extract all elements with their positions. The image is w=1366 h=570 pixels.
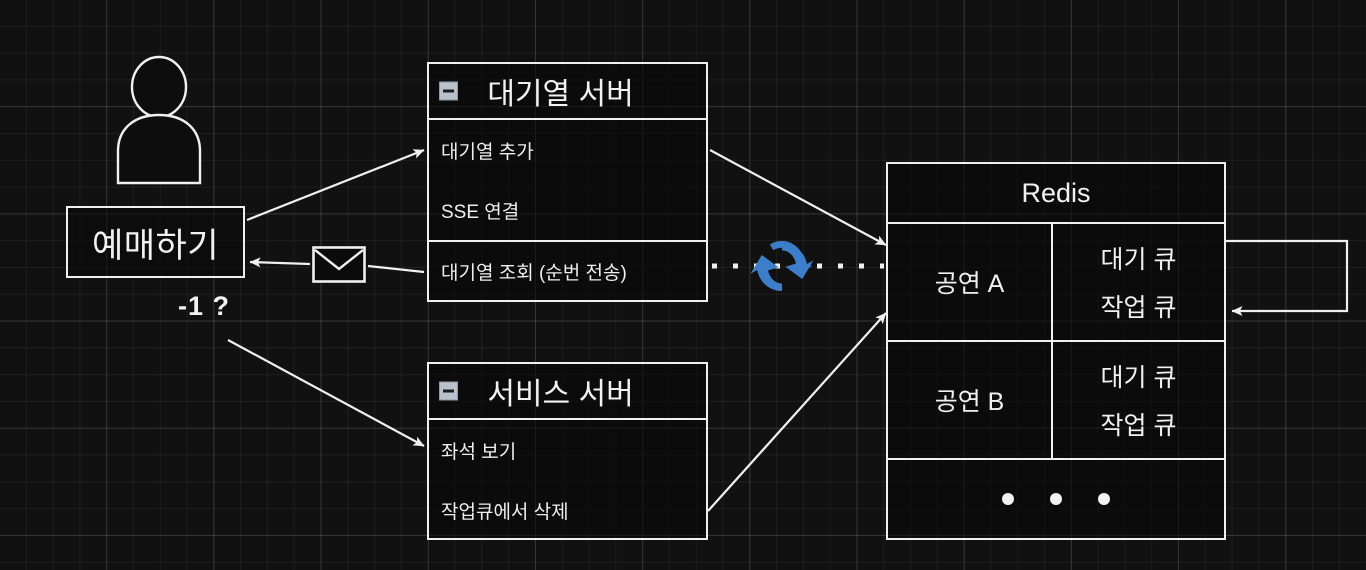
edge-queue-server-to-redis bbox=[709, 149, 887, 246]
redis-title: Redis bbox=[888, 164, 1224, 224]
redis-row-b-name: 공연 B bbox=[888, 342, 1053, 458]
queue-server-title: 대기열 서버 bbox=[487, 78, 634, 111]
redis-row-a-name: 공연 A bbox=[888, 224, 1053, 340]
queue-server-row-add[interactable]: 대기열 추가 bbox=[441, 141, 534, 163]
service-server-row-seats[interactable]: 좌석 보기 bbox=[441, 441, 517, 463]
ellipsis-dot-icon bbox=[1050, 493, 1062, 505]
person-icon bbox=[112, 55, 207, 185]
actor-label: 예매하기 bbox=[91, 226, 220, 265]
ellipsis-dot-icon bbox=[1002, 493, 1014, 505]
redis-row-b-queues: 대기 큐 작업 큐 bbox=[1053, 342, 1224, 458]
queue-server-component[interactable]: 대기열 서버 대기열 추가 SSE 연결 대기열 조회 (순번 전송) bbox=[427, 62, 708, 302]
ellipsis-dot-icon bbox=[1098, 493, 1110, 505]
redis-row-b[interactable]: 공연 B 대기 큐 작업 큐 bbox=[888, 342, 1224, 460]
redis-more-rows-indicator bbox=[888, 460, 1224, 538]
sync-arrows-icon bbox=[750, 235, 814, 299]
service-server-component[interactable]: 서비스 서버 좌석 보기 작업큐에서 삭제 bbox=[427, 362, 708, 540]
edge-actor-to-service-server bbox=[227, 339, 425, 447]
service-server-row-delete[interactable]: 작업큐에서 삭제 bbox=[441, 501, 569, 523]
minimize-icon[interactable] bbox=[439, 381, 458, 401]
service-server-title-bar: 서비스 서버 bbox=[429, 364, 706, 420]
redis-component[interactable]: Redis 공연 A 대기 큐 작업 큐 공연 B 대기 큐 작업 큐 bbox=[886, 162, 1226, 540]
envelope-icon bbox=[312, 246, 366, 283]
redis-row-a-work-queue: 작업 큐 bbox=[1100, 294, 1177, 322]
edge-envelope-to-actor bbox=[249, 257, 311, 268]
actor-note-text: -1 ? bbox=[178, 291, 231, 321]
queue-server-title-bar: 대기열 서버 bbox=[429, 64, 706, 120]
actor-label-box[interactable]: 예매하기 bbox=[66, 206, 245, 278]
queue-server-row-sse[interactable]: SSE 연결 bbox=[441, 201, 520, 223]
service-server-title: 서비스 서버 bbox=[487, 378, 634, 411]
redis-row-a-queues: 대기 큐 작업 큐 bbox=[1053, 224, 1224, 340]
queue-server-row-lookup[interactable]: 대기열 조회 (순번 전송) bbox=[429, 240, 706, 300]
redis-row-a[interactable]: 공연 A 대기 큐 작업 큐 bbox=[888, 224, 1224, 342]
edge-redis-self-loop bbox=[1226, 239, 1349, 316]
edge-service-server-to-redis bbox=[707, 312, 887, 512]
edge-actor-to-queue-server bbox=[246, 148, 425, 222]
redis-row-b-wait-queue: 대기 큐 bbox=[1100, 364, 1177, 392]
minimize-icon[interactable] bbox=[439, 81, 458, 101]
redis-row-a-wait-queue: 대기 큐 bbox=[1100, 246, 1177, 274]
redis-row-b-work-queue: 작업 큐 bbox=[1100, 412, 1177, 440]
edge-queue-server-to-envelope bbox=[367, 264, 425, 274]
